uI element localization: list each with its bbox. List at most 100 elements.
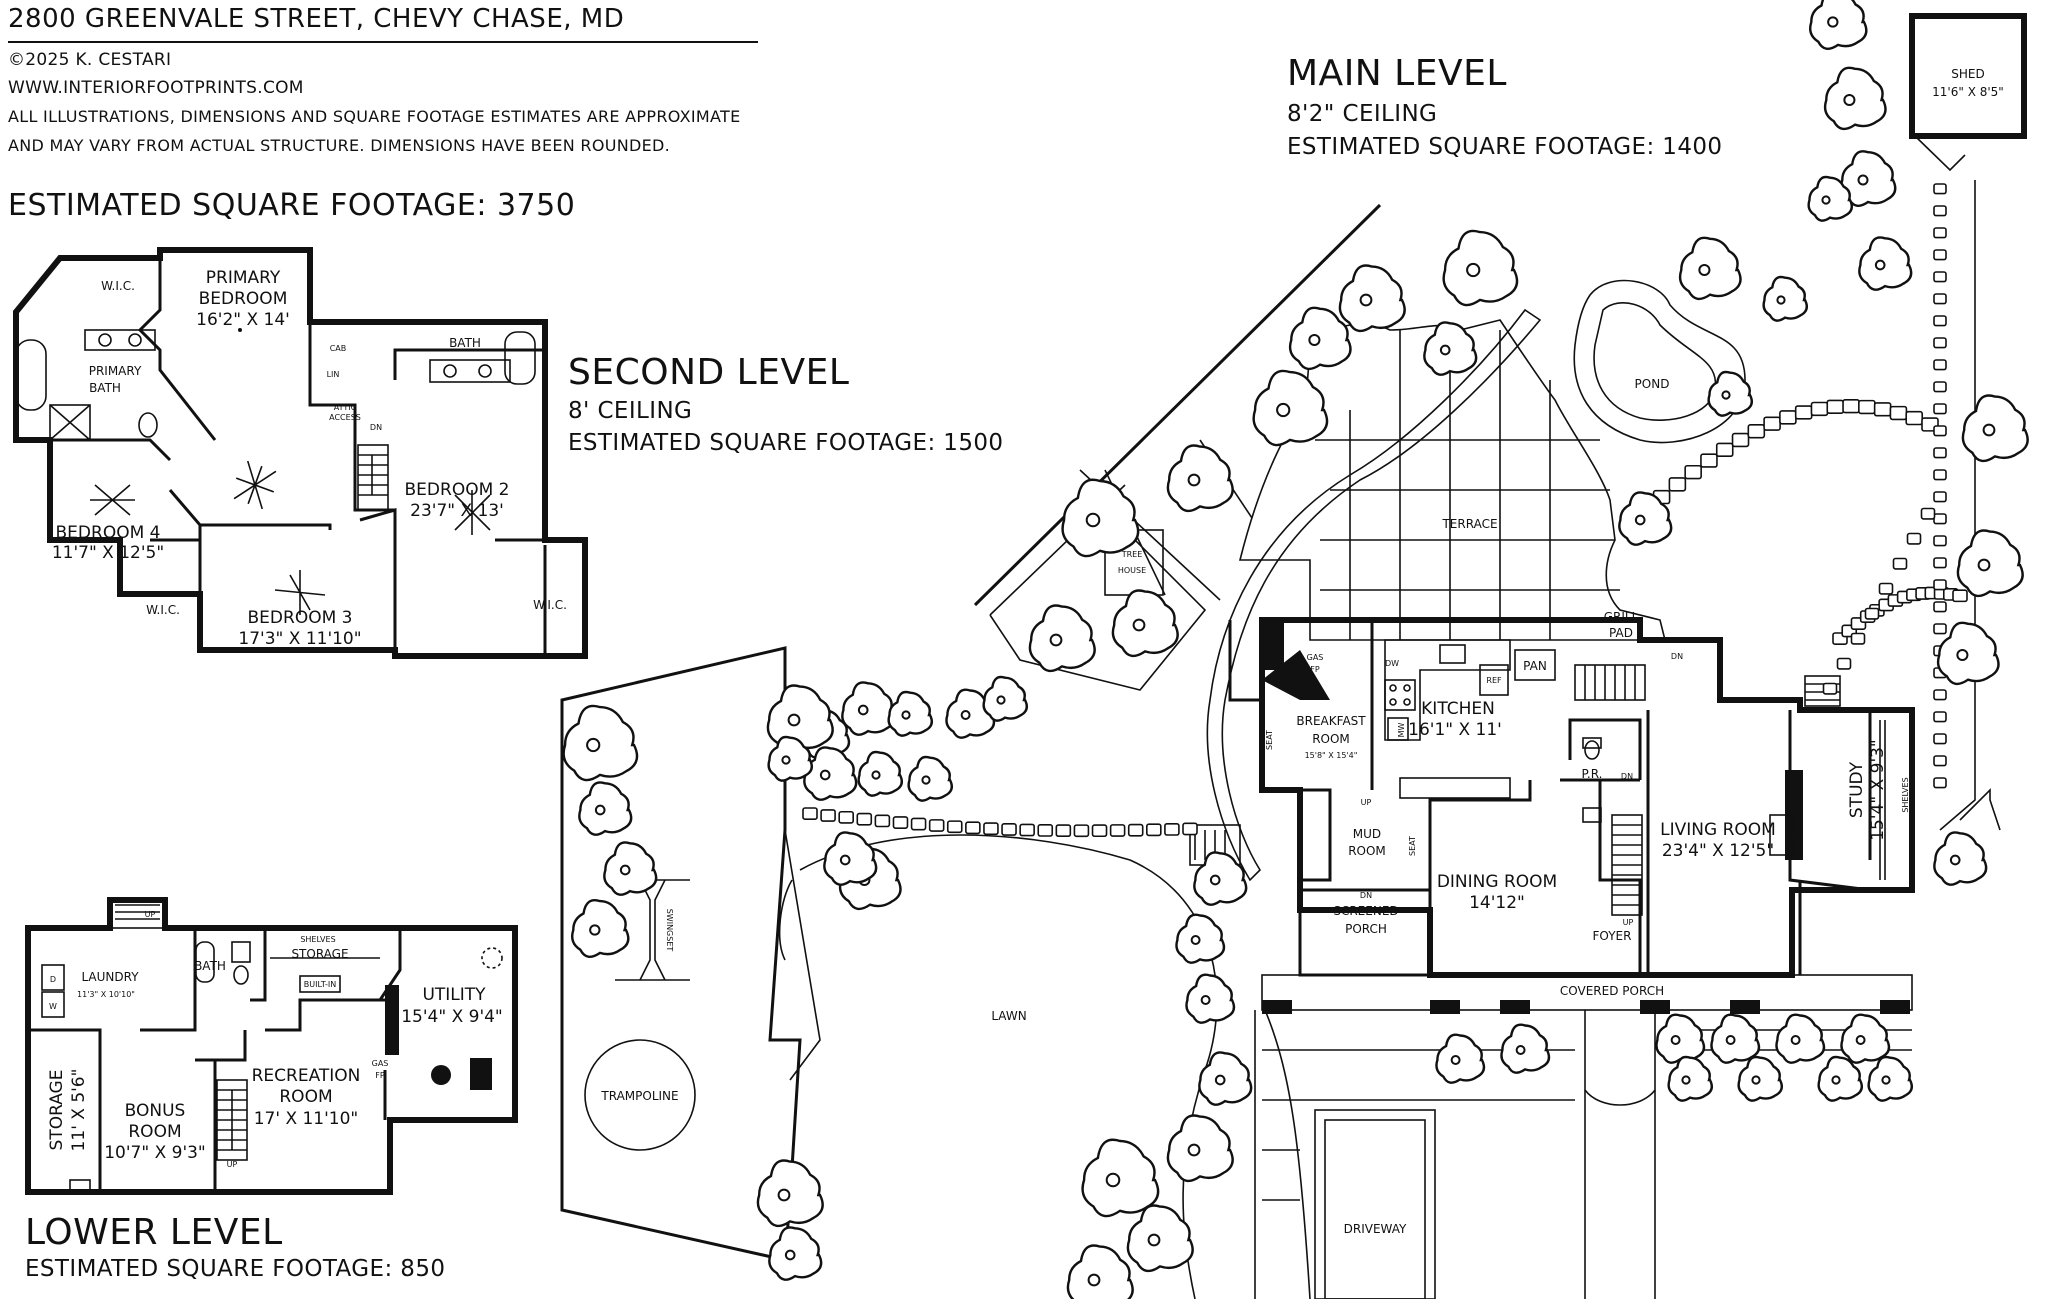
tree-icon (1809, 0, 1868, 50)
ml-dn-screen: DN (1360, 891, 1372, 900)
address-title: 2800 GREENVALE STREET, CHEVY CHASE, MD (8, 4, 625, 34)
tree-icon (1442, 229, 1519, 307)
sl-wic-b3: W.I.C. (146, 603, 180, 617)
tree-icon (1961, 394, 2029, 463)
ll-bonus: BONUS (125, 1101, 186, 1121)
ml-dn2: DN (1621, 772, 1633, 781)
sl-bedroom2-dim: 23'7" X 13' (410, 501, 504, 521)
ml-up-foyer: UP (1623, 918, 1634, 927)
tree-icon (1081, 1138, 1160, 1218)
ml-tree-house-2: HOUSE (1118, 566, 1146, 575)
main-level-ceiling: 8'2" CEILING (1287, 101, 1438, 127)
sl-cab: CAB (330, 344, 347, 353)
sl-bedroom3: BEDROOM 3 (248, 608, 353, 628)
ml-grill-pad-2: PAD (1609, 626, 1633, 640)
ll-storage-top: STORAGE (291, 947, 348, 961)
ml-shed-dim: 11'6" X 8'5" (1932, 85, 2004, 99)
ml-tree-house: TREE (1121, 550, 1143, 559)
ll-utility: UTILITY (422, 985, 486, 1005)
tree-icon (1338, 264, 1406, 333)
ml-driveway: DRIVEWAY (1344, 1222, 1407, 1236)
sl-wic-b2: W.I.C. (533, 598, 567, 612)
ll-bath: BATH (194, 959, 226, 973)
ll-bonus-dim: 10'7" X 9'3" (104, 1143, 206, 1163)
tree-icon (1678, 236, 1742, 301)
ll-gas-fp-2: FP (375, 1071, 385, 1080)
tree-icon (1166, 1114, 1234, 1183)
sl-dn: DN (370, 423, 382, 432)
ll-up-bottom: UP (227, 1160, 238, 1169)
tree-icon (766, 684, 834, 753)
ll-storage-side-dim: 11' X 5'6" (69, 1069, 89, 1152)
ml-screened-2: PORCH (1345, 922, 1387, 936)
tree-icon (1061, 478, 1140, 558)
ll-gas-fp: GAS (372, 1059, 389, 1068)
sl-primary-bedroom-dim: 16'2" X 14' (196, 310, 290, 330)
ll-d: D (50, 975, 56, 984)
lower-level-title: LOWER LEVEL (25, 1212, 283, 1253)
second-level-plan (13, 247, 588, 659)
ml-seat-2: SEAT (1408, 836, 1417, 856)
ml-mud: MUD (1353, 827, 1381, 841)
sl-bedroom4: BEDROOM 4 (56, 523, 161, 543)
ml-ref: REF (1486, 676, 1502, 685)
ll-storage-side: STORAGE (47, 1070, 67, 1151)
sl-bedroom4-dim: 11'7" X 12'5" (52, 543, 164, 563)
ml-covered-porch: COVERED PORCH (1560, 984, 1664, 998)
tree-icon (1823, 66, 1887, 131)
ml-breakfast-2: ROOM (1312, 732, 1350, 746)
tree-icon (1028, 604, 1096, 673)
sl-primary-bedroom: PRIMARY (206, 268, 281, 288)
sl-attic-2: ACCESS (329, 413, 361, 422)
main-level-sqft: ESTIMATED SQUARE FOOTAGE: 1400 (1287, 134, 1723, 160)
sl-attic: ATTIC (334, 403, 357, 412)
ll-recreation-dim: 17' X 11'10" (254, 1109, 359, 1129)
ml-dn: DN (1671, 652, 1683, 661)
ml-swingset: SWINGSET (665, 909, 674, 952)
ml-dining-dim: 14'12" (1469, 893, 1525, 913)
ml-pan: PAN (1523, 659, 1547, 673)
ll-w: W (49, 1002, 57, 1011)
ml-dw: DW (1385, 659, 1399, 668)
sl-bedroom3-dim: 17'3" X 11'10" (238, 629, 361, 649)
tree-icon (1166, 444, 1234, 513)
sl-primary-bedroom-2: BEDROOM (199, 289, 288, 309)
tree-icon (562, 704, 639, 782)
ml-gas-fp: GAS (1307, 653, 1324, 662)
ml-kitchen-dim: 16'1" X 11' (1408, 720, 1502, 740)
website-text: WWW.INTERIORFOOTPRINTS.COM (8, 78, 304, 98)
second-level-title: SECOND LEVEL (568, 352, 850, 393)
sl-wic-primary: W.I.C. (101, 279, 135, 293)
ml-grill-pad: GRILL (1604, 610, 1639, 624)
tree-icon (1066, 1244, 1134, 1299)
sl-lin: LIN (327, 370, 340, 379)
main-level-title: MAIN LEVEL (1287, 53, 1507, 94)
second-level-ceiling: 8' CEILING (568, 398, 693, 424)
ml-dining: DINING ROOM (1437, 872, 1557, 892)
header-rule (8, 41, 758, 43)
second-level-sqft: ESTIMATED SQUARE FOOTAGE: 1500 (568, 430, 1004, 456)
ml-mw: MW (1397, 723, 1406, 738)
ll-laundry-dim: 11'3" X 10'10" (77, 990, 135, 999)
ml-breakfast-dim: 15'8" X 15'4" (1305, 751, 1358, 760)
main-level-site (560, 0, 2029, 1299)
ml-seat-1: SEAT (1265, 730, 1274, 750)
ml-up-mud: UP (1361, 798, 1372, 807)
ml-study-dim: 15'4" X 9'3" (1868, 739, 1888, 841)
ll-built-in: BUILT-IN (304, 980, 336, 989)
ll-shelves: SHELVES (300, 935, 335, 944)
lower-level-sqft: ESTIMATED SQUARE FOOTAGE: 850 (25, 1256, 446, 1282)
tree-icon (1288, 306, 1352, 371)
ll-recreation: RECREATION (252, 1066, 361, 1086)
ml-screened: SCREENED (1333, 904, 1398, 918)
tree-icon (1252, 369, 1329, 447)
sl-bedroom2: BEDROOM 2 (405, 480, 510, 500)
sl-bath: BATH (449, 336, 481, 350)
total-sqft: ESTIMATED SQUARE FOOTAGE: 3750 (8, 188, 576, 223)
ll-bonus-2: ROOM (128, 1122, 181, 1142)
ll-recreation-2: ROOM (279, 1087, 332, 1107)
ll-up-top: UP (145, 910, 156, 919)
ll-laundry: LAUNDRY (81, 970, 139, 984)
ml-pond: POND (1635, 377, 1670, 391)
